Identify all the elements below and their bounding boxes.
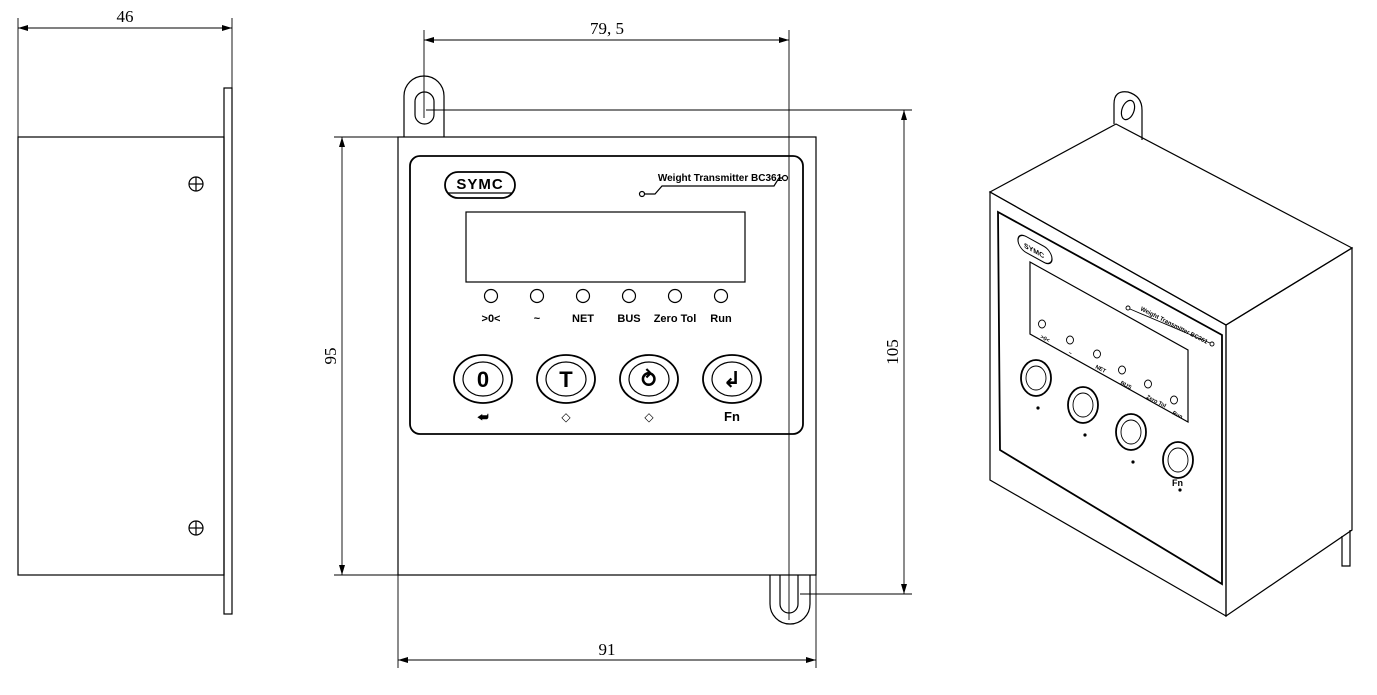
iso-right-face (1225, 246, 1353, 618)
side-body (17, 136, 225, 576)
key-caption: ◇ (644, 410, 654, 424)
lcd-display (465, 211, 746, 283)
indicator-led (621, 288, 637, 304)
front-body (397, 136, 817, 576)
screw-icon (188, 176, 204, 192)
indicator-label: Run (710, 313, 732, 325)
side-flange (223, 87, 233, 615)
front-view: 79, 5 95 105 91 (321, 19, 912, 668)
iso-brand-logo: SYMC (1017, 234, 1053, 265)
bottom-mounting-tab (769, 575, 811, 625)
arrow-left-icon (424, 37, 434, 43)
indicator-label: ~ (534, 313, 541, 325)
iso-key-row (1020, 359, 1194, 492)
indicator-led (575, 288, 591, 304)
iso-model-name: Weight Transmitter BC361 (1139, 306, 1209, 346)
brand-logo: SYMC (444, 171, 516, 199)
indicator-label: Zero Tol (654, 313, 697, 325)
dim-front-height: 95 (321, 348, 340, 365)
panel-key-1[interactable]: 0⮨ (453, 354, 513, 424)
iso-front-face (989, 190, 1227, 618)
iso-top-slot (1120, 99, 1136, 121)
iso-indicator-label: NET (1094, 364, 1107, 375)
dim-side-depth: 46 (117, 7, 134, 26)
iso-lcd-display (1029, 260, 1189, 424)
key-glyph: ↲ (723, 367, 741, 392)
key-caption: ◇ (561, 410, 571, 424)
isometric-view: SYMC Weight Transmitter BC361 >0< ~ NET BUS… (988, 91, 1354, 618)
arrow-right-icon (222, 25, 232, 31)
arrow-right-icon (779, 37, 789, 43)
iso-indicator-led (1066, 335, 1074, 345)
dim-hole-spacing: 79, 5 (590, 19, 624, 38)
dim-overall-height: 105 (883, 339, 902, 365)
indicator-led (713, 288, 729, 304)
indicator-led (483, 288, 499, 304)
arrow-up-icon (901, 110, 907, 120)
iso-brand-name: SYMC (1024, 241, 1045, 261)
model-name: Weight Transmitter BC361 (658, 173, 783, 184)
panel-key-3[interactable]: ⥁◇ (619, 354, 679, 424)
arrow-right-icon (806, 657, 816, 663)
iso-indicator-led (1118, 365, 1126, 375)
iso-indicator-led (1144, 379, 1152, 389)
screw-icon (188, 520, 204, 536)
arrow-down-icon (901, 584, 907, 594)
indicator-led (667, 288, 683, 304)
arrow-left-icon (398, 657, 408, 663)
indicator-label: >0< (482, 313, 501, 325)
iso-faceplate (997, 210, 1223, 586)
iso-panel-key-1 (1020, 359, 1052, 410)
top-mounting-tab (403, 75, 445, 137)
side-view: 46 (17, 7, 233, 615)
iso-panel-key-3 (1115, 413, 1147, 464)
key-row: 0⮨T◇⥁◇↲Fn (453, 354, 762, 424)
iso-indicator-label: ~ (1067, 350, 1073, 357)
indicator-label: BUS (617, 313, 640, 325)
model-label: Weight Transmitter BC361 (638, 173, 789, 198)
iso-top-tab (1113, 91, 1143, 140)
panel-key-2[interactable]: T◇ (536, 354, 596, 424)
dim-front-width: 91 (599, 640, 616, 659)
iso-bottom-tab (1341, 530, 1351, 567)
iso-indicator-label: Zero Tol (1145, 394, 1167, 409)
panel-key-4[interactable]: ↲ Fn (702, 354, 762, 424)
iso-top-face (988, 123, 1354, 326)
iso-panel-key-2 (1067, 386, 1099, 437)
arrow-down-icon (339, 565, 345, 575)
iso-fn-label: Fn (1172, 478, 1183, 488)
indicator-led (529, 288, 545, 304)
iso-indicator-led (1093, 349, 1101, 359)
brand-name: SYMC (456, 176, 503, 193)
iso-indicator-led (1170, 395, 1178, 405)
arrow-left-icon (18, 25, 28, 31)
iso-indicator-label: BUS (1119, 380, 1132, 391)
top-mounting-slot (414, 91, 435, 125)
key-caption: ⮨ (477, 410, 488, 424)
indicator-row: >0< ~ NET BUS Zero Tol Run (482, 288, 732, 325)
faceplate (409, 155, 804, 435)
bottom-mounting-slot (779, 575, 799, 614)
key-glyph: T (559, 367, 573, 392)
iso-indicator-led (1038, 319, 1046, 329)
iso-panel-key-4 (1162, 441, 1194, 492)
iso-indicator-label: >0< (1039, 334, 1050, 344)
iso-indicator-label: Run (1171, 410, 1184, 420)
indicator-label: NET (572, 313, 594, 325)
key-glyph: 0 (477, 367, 489, 392)
key-glyph: ⥁ (640, 367, 658, 392)
arrow-up-icon (339, 137, 345, 147)
key-caption: Fn (724, 409, 740, 424)
